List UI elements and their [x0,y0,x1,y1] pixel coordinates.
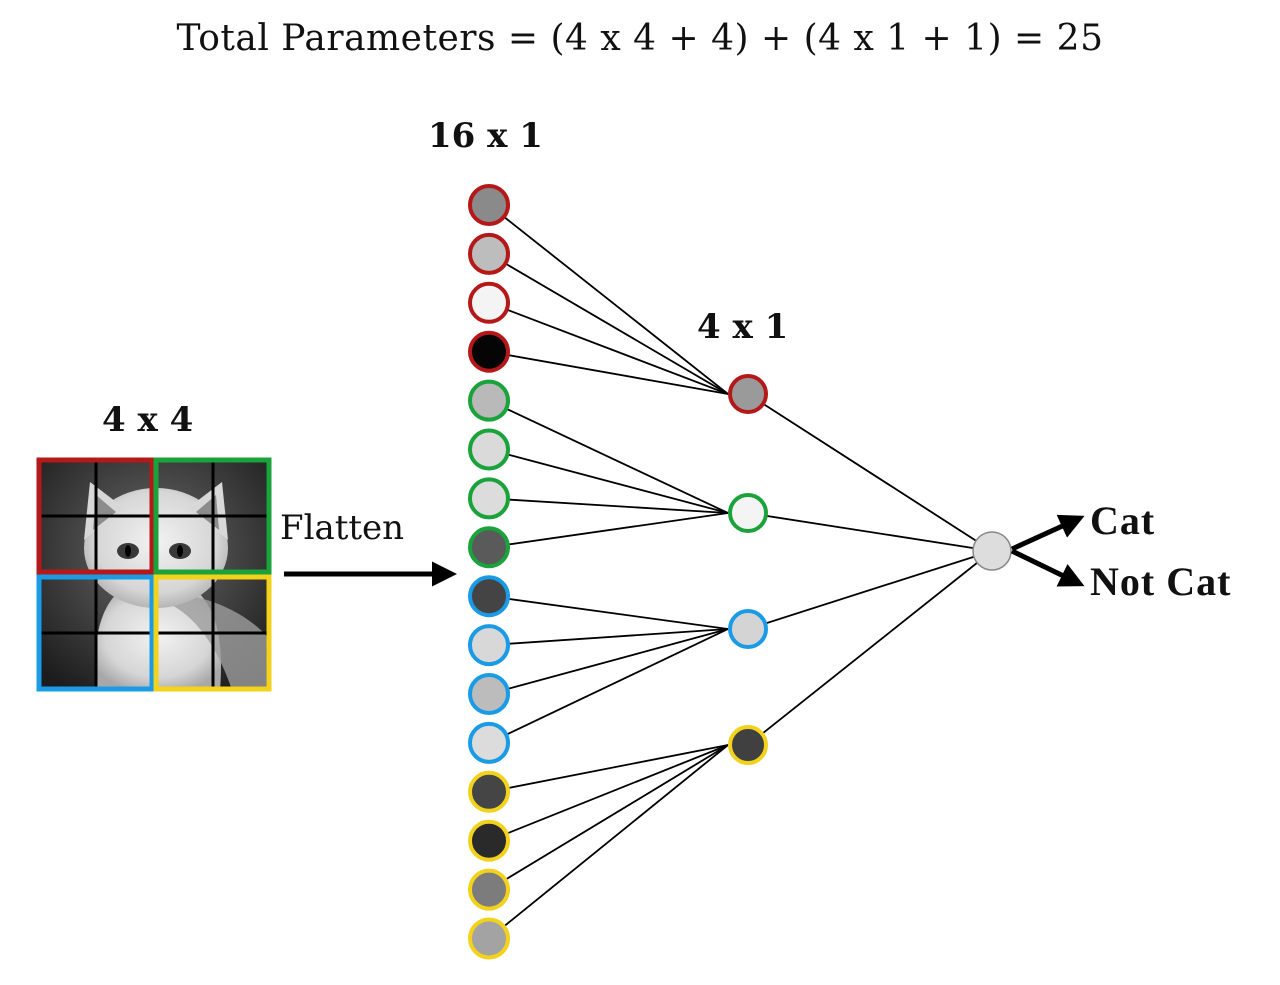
flatten-node-1 [468,184,510,226]
edge-hidden-2 [747,512,993,552]
edge-flatten-8 [488,512,729,549]
hidden-layer-label: 4 x 1 [697,307,789,347]
hidden-node-4 [728,725,768,765]
flatten-arrow-label: Flatten [280,508,405,548]
output-label-not-cat: Not Cat [1090,559,1232,604]
flatten-node-14 [468,819,510,862]
hidden-node-1 [728,374,768,414]
flatten-layer-label: 16 x 1 [428,116,543,156]
input-grid-label: 4 x 4 [102,400,194,440]
edge-flatten-11 [488,628,729,695]
flatten-node-2 [468,232,510,275]
flatten-node-15 [468,868,510,911]
connections [488,204,993,940]
flatten-node-6 [468,428,510,471]
edge-hidden-3 [747,550,993,630]
output-arrow-cat [1010,514,1085,552]
flatten-node-9 [468,575,510,618]
edge-flatten-3 [488,301,729,395]
hidden-node-2 [728,493,768,533]
edge-hidden-1 [747,393,993,552]
flatten-node-13 [468,770,510,813]
edge-flatten-6 [488,448,729,514]
edge-flatten-15 [488,744,729,891]
edge-flatten-14 [488,744,729,842]
flatten-node-10 [468,624,510,667]
flatten-node-8 [468,526,510,569]
flatten-node-7 [468,477,510,520]
edge-flatten-9 [488,595,729,630]
edge-flatten-1 [488,204,729,395]
input-quadrants [36,457,272,692]
hidden-node-3 [728,609,768,649]
nodes [468,184,1012,960]
edge-flatten-5 [488,399,729,514]
edge-flatten-4 [488,350,729,395]
edge-hidden-4 [747,550,993,746]
input-quadrant-blue [36,574,155,692]
input-quadrant-green [153,457,272,575]
flatten-node-11 [468,673,510,715]
diagram-title: Total Parameters = (4 x 4 + 4) + (4 x 1 … [176,18,1104,59]
edge-flatten-13 [488,744,729,793]
flatten-node-5 [468,379,510,422]
edge-flatten-16 [488,744,729,940]
edge-flatten-12 [488,628,729,744]
flatten-node-16 [468,917,510,960]
flatten-node-4 [468,330,510,373]
output-node [972,531,1012,571]
input-quadrant-yellow [153,574,272,692]
input-quadrant-red [36,457,155,575]
output-label-cat: Cat [1090,498,1156,543]
edge-flatten-7 [488,497,729,514]
edge-flatten-10 [488,628,729,646]
output-arrow-not-cat [1010,548,1085,587]
flatten-node-12 [468,721,510,764]
edge-flatten-2 [488,253,729,395]
flatten-node-3 [468,281,510,324]
